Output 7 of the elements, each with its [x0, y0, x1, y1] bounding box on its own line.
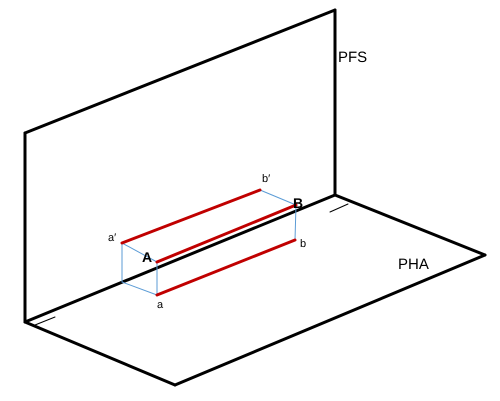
point-label: a′ [108, 233, 116, 244]
point-label: b′ [262, 174, 270, 185]
point-label: B [293, 196, 304, 210]
point-label: a [157, 300, 164, 311]
plane-label: PFS [338, 50, 368, 65]
plane-label: PHA [398, 257, 429, 272]
point-label: b [300, 239, 306, 250]
